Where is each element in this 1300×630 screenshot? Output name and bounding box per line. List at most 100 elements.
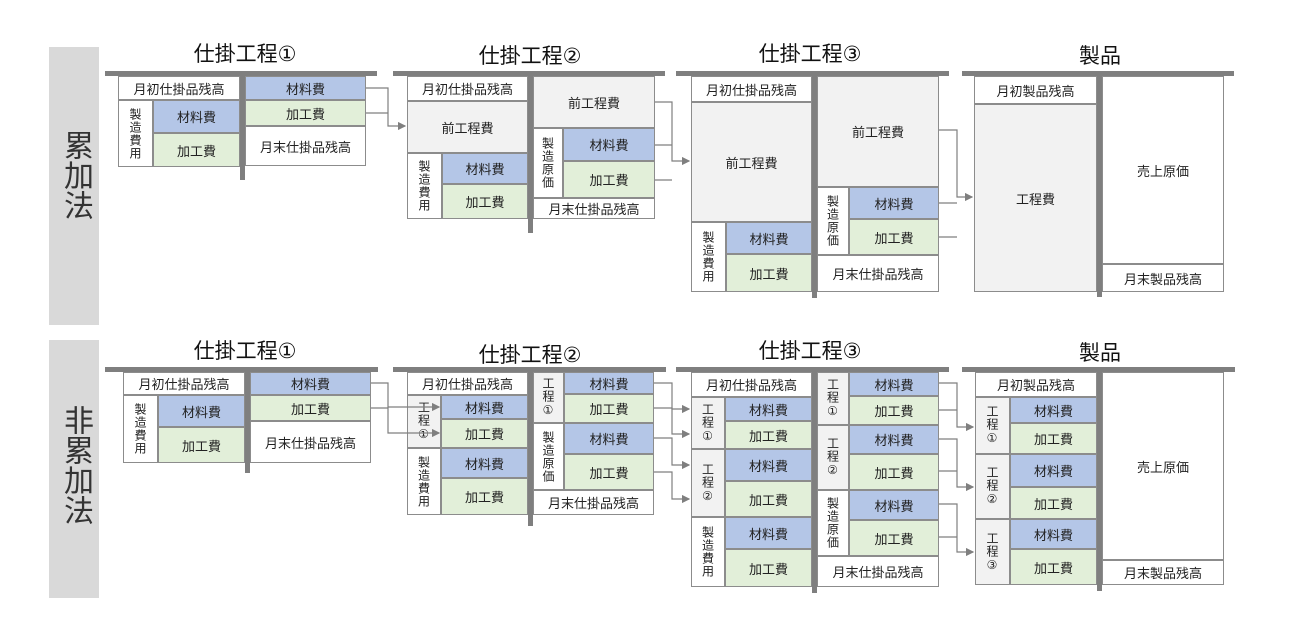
proc2-cell: 工程②	[975, 454, 1010, 519]
prior-process-cell: 前工程費	[817, 76, 939, 187]
arrow-wip3-to-product	[939, 129, 974, 202]
cogs-cell: 売上原価	[1102, 76, 1224, 264]
processing-cell: 加工費	[1010, 549, 1097, 585]
opening-wip-cell: 月初仕掛品残高	[123, 372, 245, 395]
processing-cell: 加工費	[245, 100, 366, 126]
processing-cell: 加工費	[849, 219, 939, 255]
material-cell: 材料費	[726, 222, 812, 254]
processing-cell: 加工費	[849, 454, 939, 490]
closing-wip-cell: 月末仕掛品残高	[817, 255, 939, 292]
processing-cell: 加工費	[250, 395, 371, 421]
processing-cell: 加工費	[441, 419, 528, 448]
arrow-wip1-to-wip2	[371, 382, 441, 412]
title-wip3-bottom: 仕掛工程③	[758, 339, 862, 363]
t-bar-v	[245, 367, 250, 473]
t-bar-v	[812, 367, 817, 593]
prior-process-cell: 前工程費	[691, 102, 812, 222]
material-cell: 材料費	[564, 423, 654, 454]
arrow-wip3-to-product	[939, 503, 975, 557]
opening-wip-cell: 月初仕掛品残高	[691, 76, 812, 102]
closing-wip-cell: 月末仕掛品残高	[533, 490, 654, 515]
processing-cell: 加工費	[442, 184, 528, 219]
t-bar-h	[105, 367, 378, 372]
opening-product-cell: 月初製品残高	[975, 372, 1097, 397]
processing-cell: 加工費	[1010, 423, 1097, 454]
material-cell: 材料費	[1010, 397, 1097, 423]
material-cell: 材料費	[158, 395, 245, 427]
t-bar-v	[1097, 71, 1102, 297]
opening-wip-cell: 月初仕掛品残高	[118, 76, 240, 100]
material-cell: 材料費	[1010, 519, 1097, 549]
processing-cell: 加工費	[849, 396, 939, 425]
processing-cell: 加工費	[726, 254, 812, 292]
material-cell: 材料費	[849, 187, 939, 219]
arrow-wip1-to-wip2	[366, 87, 407, 131]
title-product-bottom: 製品	[1079, 341, 1121, 365]
proc2-cell: 工程②	[817, 425, 849, 490]
processing-cell: 加工費	[1010, 487, 1097, 519]
mfg-expense-cell: 製造費用	[123, 395, 158, 463]
processing-cell: 加工費	[725, 481, 812, 517]
processing-cell: 加工費	[158, 427, 245, 463]
closing-product-cell: 月末製品残高	[1102, 560, 1224, 585]
material-cell: 材料費	[725, 397, 812, 421]
material-cell: 材料費	[849, 372, 939, 396]
title-wip1-bottom: 仕掛工程①	[193, 339, 297, 363]
t-bar-v	[528, 71, 533, 233]
title-wip2-bottom: 仕掛工程②	[478, 343, 582, 367]
proc1-cell: 工程①	[975, 397, 1010, 454]
title-wip1-top: 仕掛工程①	[193, 42, 297, 66]
title-wip3-top: 仕掛工程③	[758, 42, 862, 66]
material-cell: 材料費	[441, 395, 528, 419]
material-cell: 材料費	[1010, 454, 1097, 487]
closing-wip-cell: 月末仕掛品残高	[817, 556, 939, 587]
arrow-wip2-to-wip3	[654, 471, 691, 504]
arrow-wip1-to-wip2	[371, 407, 441, 438]
arrow-wip3-to-product	[939, 438, 975, 492]
processing-cell: 加工費	[725, 549, 812, 587]
t-bar-v	[1097, 367, 1102, 591]
material-cell: 材料費	[441, 448, 528, 478]
method-band-cumulative	[49, 47, 99, 325]
t-bar-v	[812, 71, 817, 298]
t-bar-v	[528, 367, 533, 526]
material-cell: 材料費	[563, 128, 655, 161]
cogs-cell: 売上原価	[1102, 372, 1224, 560]
material-cell: 材料費	[153, 100, 240, 133]
opening-wip-cell: 月初仕掛品残高	[691, 372, 812, 397]
processing-cell: 加工費	[564, 394, 654, 423]
material-cell: 材料費	[442, 153, 528, 184]
arrow-wip2-to-wip3	[654, 407, 691, 439]
method-band-noncumulative	[49, 340, 99, 598]
arrow-wip2-to-wip3	[655, 101, 691, 166]
material-cell: 材料費	[725, 449, 812, 481]
mfg-expense-cell: 製造費用	[691, 517, 725, 587]
title-product-top: 製品	[1079, 44, 1121, 68]
material-cell: 材料費	[849, 425, 939, 454]
processing-cell: 加工費	[849, 520, 939, 556]
material-cell: 材料費	[564, 372, 654, 394]
material-cell: 材料費	[725, 517, 812, 549]
method-label-noncumulative: 非累加法	[58, 405, 93, 525]
mfg-cost-cell: 製造原価	[533, 128, 563, 198]
t-bar-v	[240, 71, 245, 180]
closing-product-cell: 月末製品残高	[1102, 264, 1224, 292]
material-cell: 材料費	[250, 372, 371, 395]
arrow-wip3-to-product	[939, 382, 975, 432]
proc2-cell: 工程②	[691, 449, 725, 517]
material-cell: 材料費	[245, 76, 366, 100]
opening-wip-cell: 月初仕掛品残高	[407, 372, 528, 395]
mfg-cost-cell: 製造原価	[817, 187, 849, 255]
opening-product-cell: 月初製品残高	[974, 76, 1097, 104]
prior-process-cell: 前工程費	[407, 101, 528, 153]
title-wip2-top: 仕掛工程②	[478, 44, 582, 68]
arrow-wip2-to-wip3	[654, 437, 691, 470]
process-cost-cell: 工程費	[974, 104, 1097, 292]
processing-cell: 加工費	[725, 421, 812, 449]
processing-cell: 加工費	[563, 161, 655, 198]
processing-cell: 加工費	[441, 478, 528, 515]
method-label-cumulative: 累加法	[58, 130, 93, 220]
proc3-cell: 工程③	[975, 519, 1010, 585]
proc1-cell: 工程①	[691, 397, 725, 449]
